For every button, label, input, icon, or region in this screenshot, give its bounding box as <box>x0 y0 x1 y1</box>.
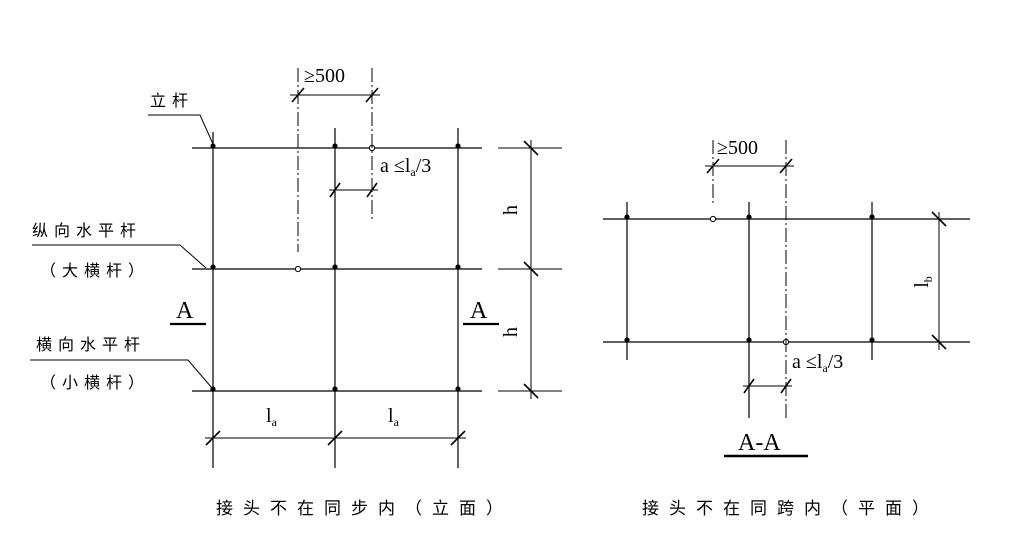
joint-marker <box>294 265 302 273</box>
node-dot <box>746 214 752 220</box>
dimension-tick <box>779 158 793 174</box>
node-dot <box>869 214 875 220</box>
section-mark-left: A <box>176 298 194 324</box>
node-dot <box>332 264 338 270</box>
node-dot <box>624 337 630 343</box>
dimension-tick <box>205 430 221 446</box>
dimension-tick <box>329 182 341 198</box>
longitudinal-bar-label: 纵向水平杆 <box>32 221 142 240</box>
span-dim-left: la <box>266 405 278 429</box>
section-title: A-A <box>738 430 781 456</box>
dimension-tick <box>327 430 343 446</box>
offset-dimension-text: ≥500 <box>717 137 758 159</box>
plan-view: ≥500 a ≤la/3 lb A-A 接头不在同跨内（平面） <box>603 137 970 519</box>
dimension-tick <box>523 261 539 277</box>
section-mark-right: A <box>470 298 488 324</box>
dimension-tick <box>706 158 720 174</box>
width-dim-text: lb <box>911 276 935 288</box>
plan-caption: 接头不在同跨内（平面） <box>642 499 939 519</box>
node-dot <box>455 386 461 392</box>
span-dim-right: la <box>388 405 400 429</box>
dimension-tick <box>523 383 539 399</box>
node-dot <box>332 143 338 149</box>
pole-label: 立杆 <box>150 91 194 110</box>
node-dot <box>869 337 875 343</box>
transverse-bar-label: 横向水平杆 <box>36 335 146 354</box>
elevation-caption: 接头不在同步内（立面） <box>216 499 513 519</box>
dimension-tick <box>743 378 755 394</box>
longitudinal-bar-leader-line <box>32 244 207 269</box>
dimension-tick <box>780 378 792 394</box>
longitudinal-bar-alias: （大横杆） <box>40 261 150 280</box>
dimension-tick <box>523 140 539 156</box>
transverse-bar-alias: （小横杆） <box>40 373 150 392</box>
dimension-tick <box>931 334 947 350</box>
node-dot <box>210 143 216 149</box>
dimension-tick <box>365 87 379 103</box>
node-dot <box>624 214 630 220</box>
node-dot <box>332 386 338 392</box>
dimension-tick <box>366 182 378 198</box>
dimension-tick <box>931 211 947 227</box>
node-dot <box>455 143 461 149</box>
joint-limit-text: a ≤la/3 <box>380 155 431 179</box>
dimension-tick <box>450 430 466 446</box>
joint-limit-text: a ≤la/3 <box>792 351 843 375</box>
height-dim-upper: h <box>500 205 522 215</box>
elevation-view: ≥500 a ≤la/3 h h la la A A 立杆 纵向水平杆 <box>30 65 562 519</box>
node-dot <box>210 264 216 270</box>
height-dim-lower: h <box>500 327 522 337</box>
node-dot <box>455 264 461 270</box>
transverse-bar-leader-line <box>30 359 213 389</box>
dimension-tick <box>291 87 305 103</box>
joint-marker <box>709 215 717 223</box>
pole-leader-line <box>148 114 214 145</box>
offset-dimension-text: ≥500 <box>304 65 345 87</box>
node-dot <box>746 337 752 343</box>
